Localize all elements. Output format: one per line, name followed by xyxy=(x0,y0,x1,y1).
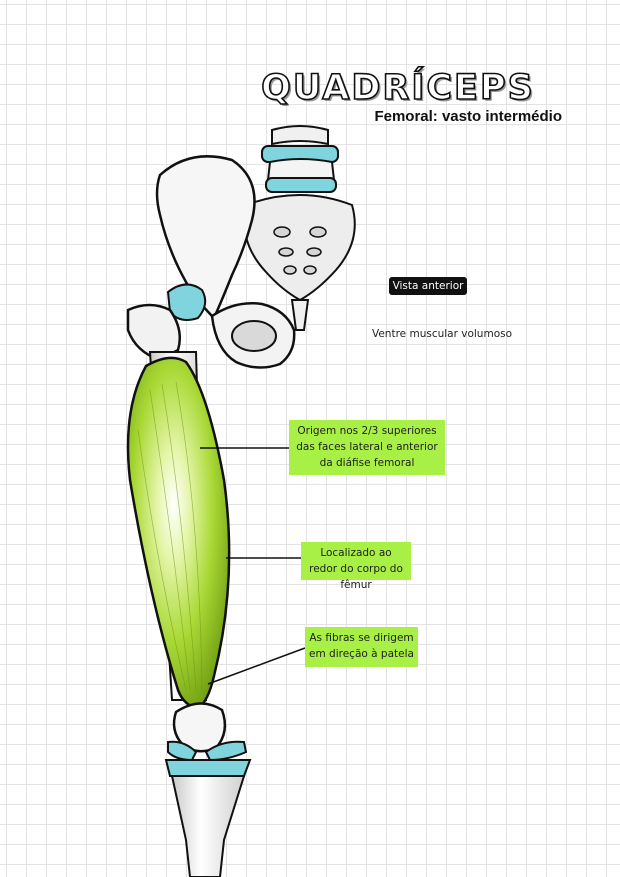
tibia-plateau xyxy=(164,759,252,777)
acetabulum-cartilage xyxy=(166,283,207,321)
femur-neck xyxy=(126,303,181,362)
fibers-callout: As fibras se dirigem em direção à patela xyxy=(305,627,418,667)
leader-lines xyxy=(200,447,306,685)
tibia xyxy=(170,775,246,877)
location-callout: Localizado ao redor do corpo do fêmur xyxy=(301,542,411,591)
origin-callout: Origem nos 2/3 superiores das faces late… xyxy=(289,420,445,475)
obturator-foramen xyxy=(231,320,277,352)
vastus-intermedius-muscle xyxy=(126,356,231,710)
lumbar-vertebrae xyxy=(261,125,339,193)
hip-bone xyxy=(155,155,256,321)
page-title: QUADRÍCEPS xyxy=(260,67,535,109)
coccyx xyxy=(290,299,310,331)
fibers-leader xyxy=(207,647,306,685)
page-subtitle: Femoral: vasto intermédio xyxy=(374,108,562,125)
sacrum xyxy=(243,194,356,302)
view-label: Vista anterior xyxy=(389,277,467,295)
sacral-foramina xyxy=(273,226,327,275)
muscle-fibers xyxy=(137,381,203,691)
belly-label: Ventre muscular volumoso xyxy=(371,328,513,340)
